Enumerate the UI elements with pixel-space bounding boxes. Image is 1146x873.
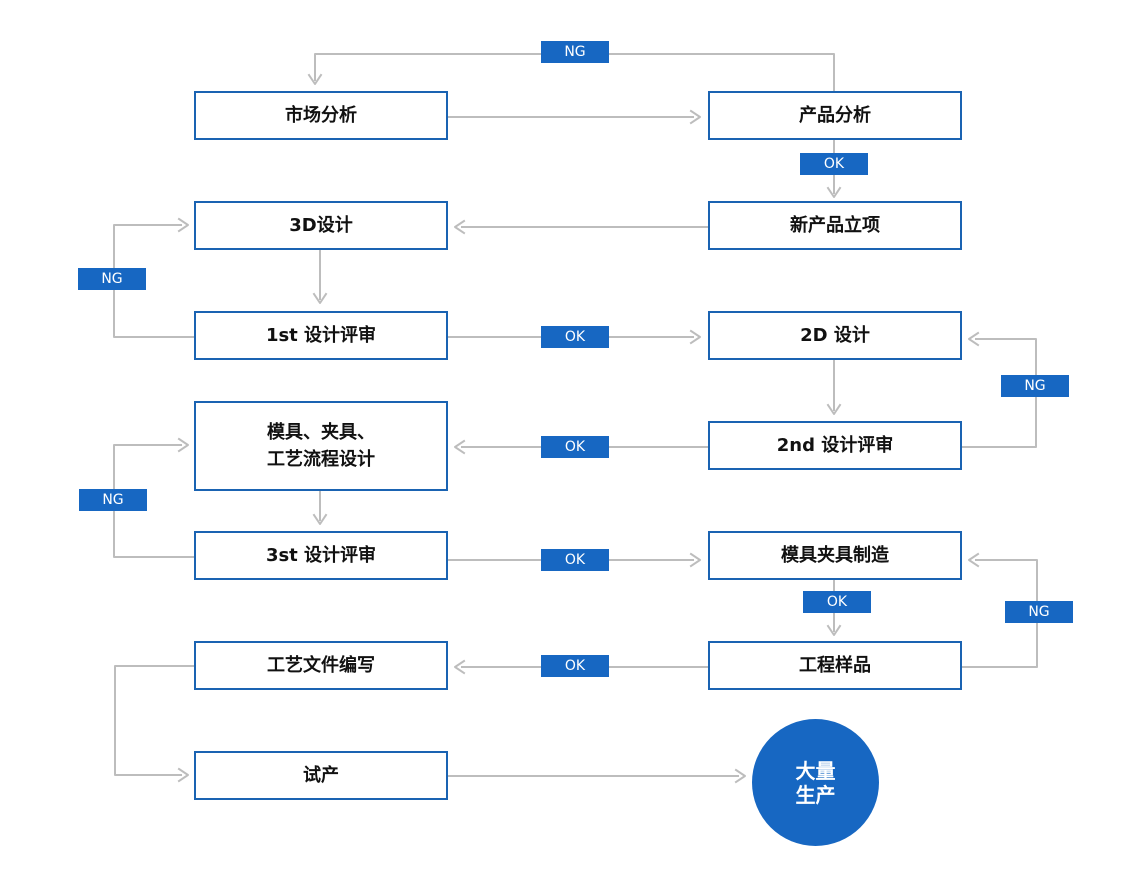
arrowhead	[968, 331, 980, 347]
arrowhead	[177, 767, 189, 783]
arrowhead	[177, 217, 189, 233]
engineering-sample-node: 工程样品	[708, 641, 962, 690]
2d-design-node: 2D 设计	[708, 311, 962, 360]
ok-first-review-tag: OK	[541, 326, 609, 348]
arrowhead	[454, 219, 466, 235]
second-design-review-node: 2nd 设计评审	[708, 421, 962, 470]
arrowhead	[826, 624, 842, 636]
ok-manufacturing-tag: OK	[803, 591, 871, 613]
ng-top-tag: NG	[541, 41, 609, 63]
arrowhead	[689, 552, 701, 568]
arrowhead	[454, 659, 466, 675]
documents-to-trial-connector	[114, 665, 195, 776]
ok-third-review-tag: OK	[541, 549, 609, 571]
first-design-review-node: 1st 设计评审	[194, 311, 448, 360]
arrowhead	[968, 552, 980, 568]
3d-design-node: 3D设计	[194, 201, 448, 250]
arrowhead	[689, 329, 701, 345]
mass-production-node: 大量 生产	[752, 719, 879, 846]
arrowhead	[734, 768, 746, 784]
ng-left-mold-design-tag: NG	[79, 489, 147, 511]
mold-fixture-manufacturing-node: 模具夹具制造	[708, 531, 962, 580]
arrowhead	[826, 403, 842, 415]
market-analysis-node: 市场分析	[194, 91, 448, 140]
arrowhead	[454, 439, 466, 455]
ng-right-design-tag: NG	[1001, 375, 1069, 397]
arrowhead	[312, 292, 328, 304]
product-analysis-node: 产品分析	[708, 91, 962, 140]
arrowhead	[826, 186, 842, 198]
ok-engineering-sample-tag: OK	[541, 655, 609, 677]
third-design-review-node: 3st 设计评审	[194, 531, 448, 580]
arrowhead	[312, 513, 328, 525]
new-product-project-node: 新产品立项	[708, 201, 962, 250]
ok-second-review-tag: OK	[541, 436, 609, 458]
arrowhead	[689, 109, 701, 125]
arrowhead	[307, 73, 323, 85]
trial-production-node: 试产	[194, 751, 448, 800]
mold-fixture-process-design-node: 模具、夹具、 工艺流程设计	[194, 401, 448, 491]
process-document-writing-node: 工艺文件编写	[194, 641, 448, 690]
ng-left-design-tag: NG	[78, 268, 146, 290]
arrowhead	[177, 437, 189, 453]
ok-product-to-project-tag: OK	[800, 153, 868, 175]
ng-right-manufacturing-tag: NG	[1005, 601, 1073, 623]
